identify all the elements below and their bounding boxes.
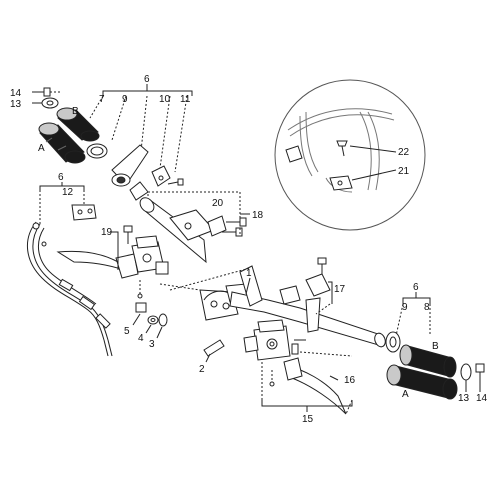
callout-11: 11: [180, 94, 191, 105]
right-brake-lever-group: [243, 257, 353, 415]
callout-20: 20: [212, 198, 224, 209]
callout-12: 12: [62, 187, 74, 198]
callout-5: 5: [124, 326, 130, 337]
callout-14-right: 14: [476, 393, 488, 404]
grip-label-b-left: B: [72, 106, 79, 117]
callout-labels: 14 13 A B 6 7 9 10 11 6 12 19 20 18 1 5 …: [10, 74, 488, 425]
callout-6-left: 6: [58, 172, 64, 183]
callout-10: 10: [159, 94, 171, 105]
detail-inset-group: [274, 79, 426, 231]
callout-13-left: 13: [10, 99, 22, 110]
callout-2: 2: [199, 364, 205, 375]
handlebar-tube-group: [139, 191, 386, 363]
callout-8: 8: [424, 302, 430, 313]
callout-22: 22: [398, 147, 410, 158]
callout-21: 21: [398, 166, 410, 177]
right-grip-group: [385, 292, 485, 400]
left-grip-group: [32, 84, 193, 201]
callout-17: 17: [334, 284, 346, 295]
callout-16: 16: [344, 375, 356, 386]
callout-15: 15: [302, 414, 314, 425]
callout-9-top: 9: [122, 94, 128, 105]
grip-label-a-right: A: [402, 389, 409, 400]
grip-label-a-left: A: [38, 143, 45, 154]
callout-4: 4: [138, 333, 144, 344]
left-cables-group: [26, 182, 113, 357]
callout-3: 3: [149, 339, 155, 350]
left-brake-lever-group: [56, 225, 169, 339]
grip-label-b-right: B: [432, 341, 439, 352]
callout-13-right: 13: [458, 393, 470, 404]
callout-6-top: 6: [144, 74, 150, 85]
callout-1: 1: [246, 268, 252, 279]
callout-14-left: 14: [10, 88, 22, 99]
callout-19: 19: [101, 227, 113, 238]
callout-18: 18: [252, 210, 264, 221]
callout-9-right: 9: [402, 302, 408, 313]
callout-6-right: 6: [413, 282, 419, 293]
callout-7: 7: [99, 94, 105, 105]
